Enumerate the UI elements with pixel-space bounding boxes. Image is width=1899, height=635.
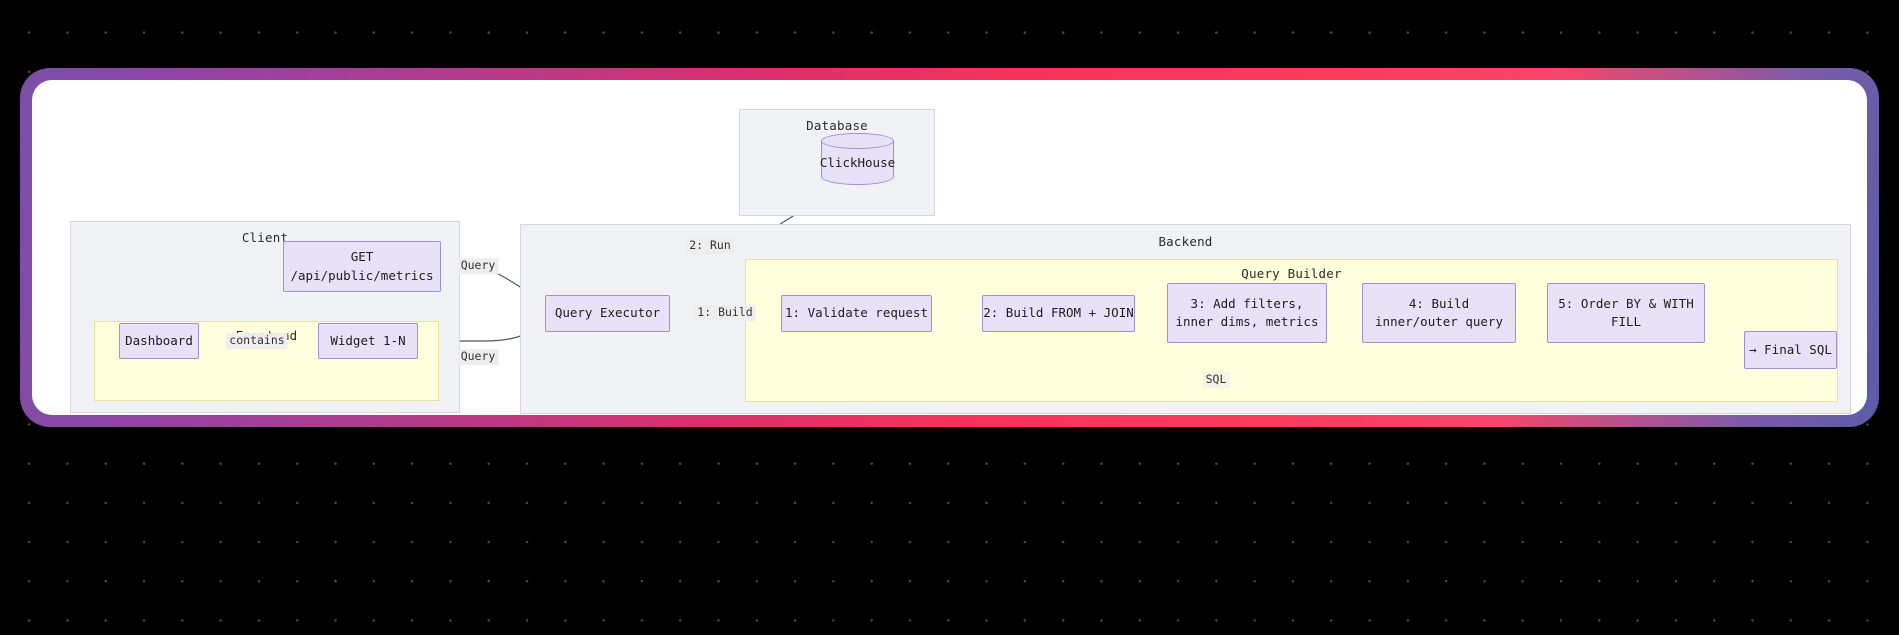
node-api-line1: GET [350, 249, 374, 265]
gradient-card-frame: Client Frontend Database Backend Query B… [20, 68, 1879, 427]
node-step-3-add-filters[interactable]: 3: Add filters, inner dims, metrics [1167, 283, 1327, 343]
subgraph-backend-title: Backend [1158, 234, 1213, 249]
architecture-diagram: Client Frontend Database Backend Query B… [32, 80, 1867, 415]
diagram-surface: Client Frontend Database Backend Query B… [32, 80, 1867, 415]
node-api-line2: /api/public/metrics [290, 267, 434, 283]
node-step-2-build-from-join[interactable]: 2: Build FROM + JOIN [982, 295, 1135, 332]
node-step-5-order-by-fill[interactable]: 5: Order BY & WITH FILL [1547, 283, 1705, 343]
node-api-endpoint[interactable]: GET /api/public/metrics [283, 241, 441, 292]
node-clickhouse-label: ClickHouse [819, 154, 896, 170]
node-dashboard[interactable]: Dashboard [119, 323, 199, 359]
node-step5-line1: 5: Order BY & WITH [1558, 295, 1694, 311]
node-step3-line1: 3: Add filters, [1190, 295, 1304, 311]
node-step2-label: 2: Build FROM + JOIN [983, 305, 1134, 321]
node-step-1-validate[interactable]: 1: Validate request [781, 295, 932, 332]
node-step-4-build-query[interactable]: 4: Build inner/outer query [1362, 283, 1516, 343]
node-step1-label: 1: Validate request [785, 305, 928, 321]
node-query-executor-label: Query Executor [554, 305, 661, 321]
node-step4-line1: 4: Build [1408, 295, 1470, 311]
edge-label-query-widget: Query [457, 349, 499, 365]
subgraph-database-title: Database [806, 118, 868, 133]
edge-label-sql: SQL [1202, 372, 1230, 388]
node-final-sql[interactable]: → Final SQL [1744, 331, 1837, 369]
edge-label-contains: contains [226, 333, 288, 349]
node-step3-line2: inner dims, metrics [1175, 314, 1319, 329]
subgraph-client-title: Client [241, 230, 289, 245]
edge-label-build: 1: Build [694, 305, 756, 321]
edge-label-run: 2: Run [686, 238, 734, 254]
edge-label-query-api: Query [457, 258, 499, 274]
node-widget-label: Widget 1-N [330, 332, 406, 348]
node-widget[interactable]: Widget 1-N [318, 323, 418, 359]
node-dashboard-label: Dashboard [125, 332, 193, 348]
subgraph-query-builder-title: Query Builder [1241, 266, 1342, 281]
node-clickhouse[interactable]: ClickHouse [819, 133, 896, 185]
node-step4-line2: inner/outer query [1375, 314, 1503, 329]
cylinder-top-ellipse [821, 133, 894, 149]
node-step5-line2: FILL [1610, 314, 1642, 329]
node-query-executor[interactable]: Query Executor [545, 295, 670, 332]
node-final-sql-label: → Final SQL [1749, 341, 1832, 357]
